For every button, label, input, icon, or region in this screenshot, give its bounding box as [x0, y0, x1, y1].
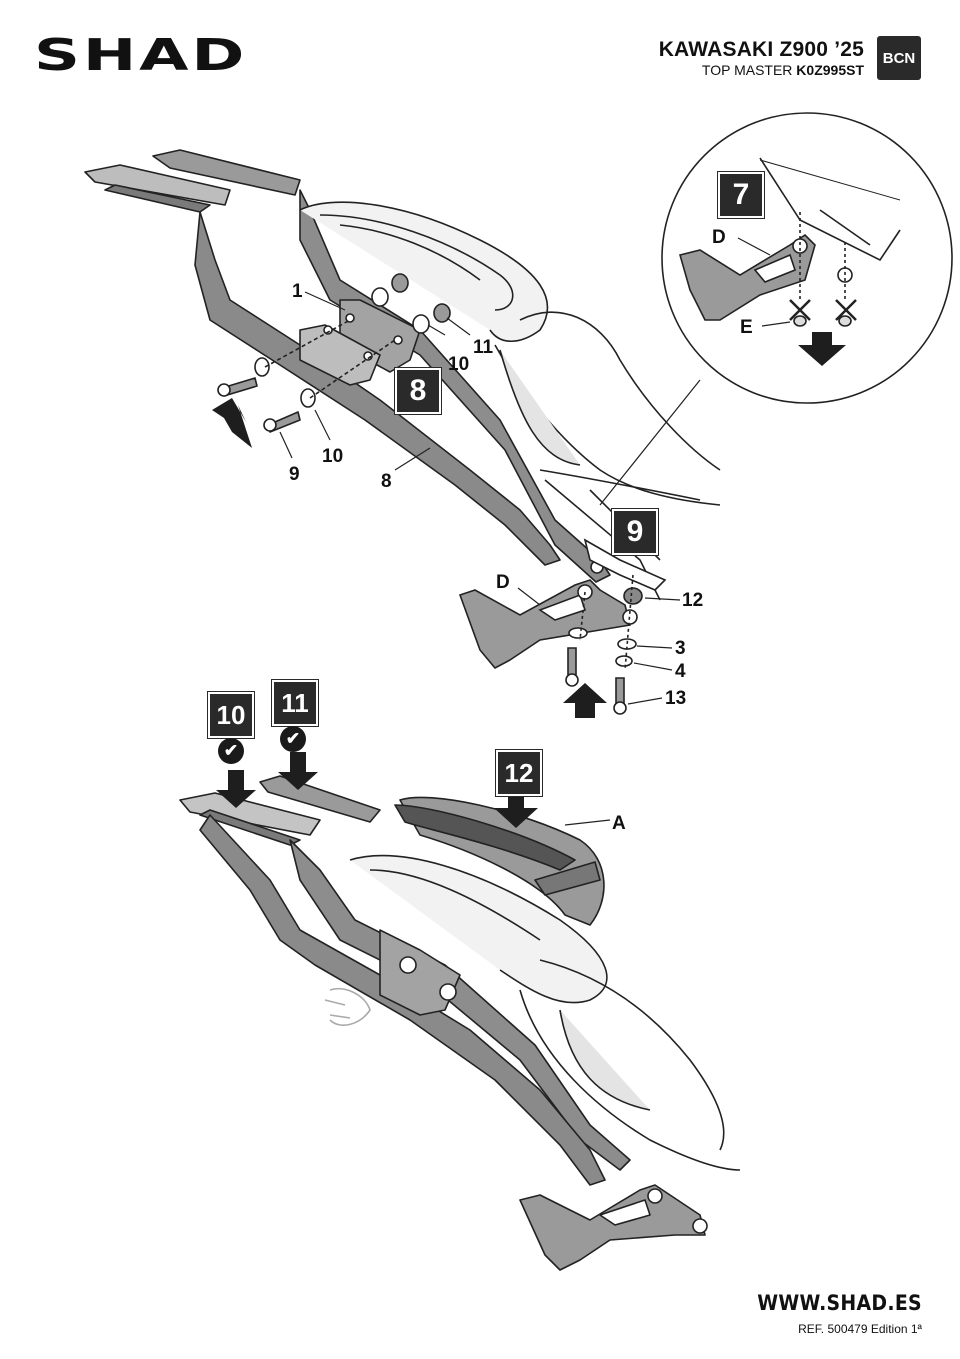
document-header: KAWASAKI Z900 ’25 TOP MASTER K0Z995ST [659, 38, 864, 78]
part-label-11: 11 [473, 337, 494, 358]
diagonal-arrow-icon [212, 398, 252, 448]
step-8-badge: 8 [395, 368, 441, 414]
upper-assembly-drawing [84, 149, 721, 601]
step-10-badge: 10 [208, 692, 254, 738]
down-arrow-icon [798, 332, 846, 366]
check-circle-icon: ✔ [280, 726, 306, 752]
part-label-e: E [740, 317, 753, 338]
part-label-8: 8 [381, 471, 392, 492]
part-label-12: 12 [682, 590, 704, 611]
up-arrow-icon [563, 683, 607, 718]
part-label-d: D [496, 572, 510, 593]
part-label-4: 4 [675, 661, 686, 682]
down-arrow-step-12-icon [494, 790, 538, 828]
part-label-a: A [612, 813, 626, 834]
product-prefix: TOP MASTER [701, 62, 797, 79]
step-11-badge: 11 [272, 680, 318, 726]
product-code: K0Z995ST [796, 62, 864, 79]
footpeg-bracket-drawing [458, 538, 681, 715]
step-12-badge: 12 [496, 750, 542, 796]
down-arrow-step-11-icon [278, 752, 318, 790]
lower-assembly-drawing [179, 775, 741, 1271]
part-label-d-detail: D [712, 227, 726, 248]
part-label-9: 9 [289, 464, 300, 485]
reference-edition: REF. 500479 Edition 1ª [798, 1322, 922, 1336]
model-title: KAWASAKI Z900 ’25 [658, 38, 864, 61]
part-label-1: 1 [292, 281, 303, 302]
part-label-10-left: 10 [322, 446, 344, 467]
detail-circle-step-7 [661, 112, 953, 404]
step-7-badge: 7 [718, 172, 764, 218]
product-line: TOP MASTER K0Z995ST [659, 62, 864, 78]
down-arrow-step-10-icon [216, 770, 256, 808]
leader-lines [279, 291, 701, 506]
website-url: WWW.SHAD.ES [757, 1291, 922, 1315]
part-label-13: 13 [665, 688, 687, 709]
bcn-badge: BCN [877, 36, 921, 80]
brand-logo: SHAD [34, 30, 248, 81]
part-label-10-right: 10 [448, 354, 470, 375]
check-circle-icon: ✔ [218, 738, 244, 764]
part-label-3: 3 [675, 638, 686, 659]
step-9-badge: 9 [612, 509, 658, 555]
